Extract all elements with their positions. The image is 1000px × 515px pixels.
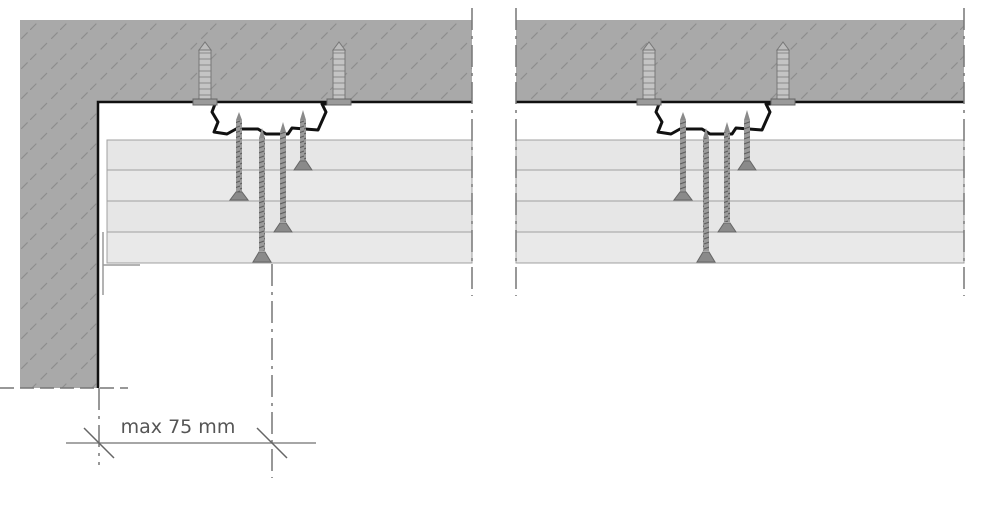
board: [515, 169, 965, 202]
board: [515, 231, 965, 264]
right-detail: [515, 8, 965, 296]
left-detail: [20, 8, 473, 388]
left-board-stack: [106, 139, 473, 264]
board: [106, 200, 473, 233]
right-screw-4: [737, 110, 757, 171]
dimension-tick-right: [256, 427, 288, 459]
right-screw-2: [696, 128, 716, 263]
left-screw-3: [273, 122, 293, 233]
left-screw-2: [252, 128, 272, 263]
dimension-tick-left: [83, 427, 115, 459]
board: [106, 169, 473, 202]
wall-edge-profile: [102, 232, 140, 295]
left-anchor-2: [326, 41, 352, 106]
board: [515, 200, 965, 233]
left-screw-1: [229, 112, 249, 201]
board: [106, 139, 473, 171]
board: [106, 231, 473, 264]
right-hat-channel: [637, 102, 794, 136]
right-anchor-2: [770, 41, 796, 106]
board: [515, 139, 965, 171]
left-concrete-ceiling-wall: [20, 20, 472, 388]
left-hat-channel: [193, 102, 350, 136]
right-board-stack: [515, 139, 965, 264]
right-anchor-1: [636, 41, 662, 106]
dimension-label: max 75 mm: [121, 416, 236, 438]
right-screw-1: [673, 112, 693, 201]
right-concrete-ceiling: [516, 20, 964, 102]
left-screw-4: [293, 110, 313, 171]
dimension-max-75mm: max 75 mm: [0, 264, 316, 478]
left-anchor-1: [192, 41, 218, 106]
right-screw-3: [717, 122, 737, 233]
